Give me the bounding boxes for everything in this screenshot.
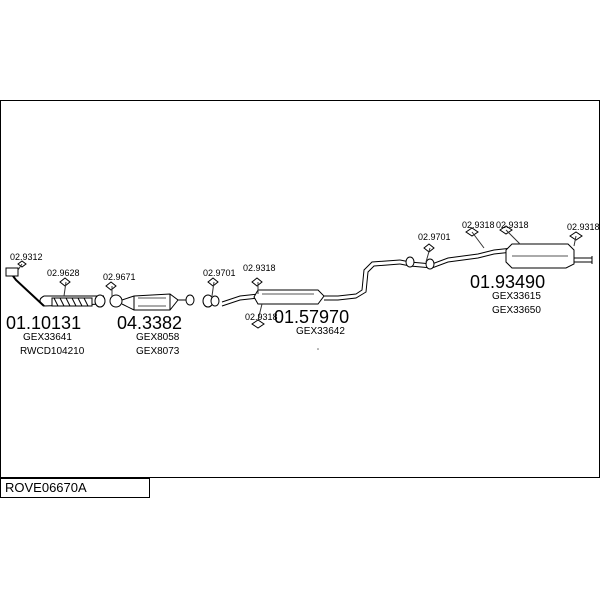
title-box: ROVE06670A <box>0 478 150 498</box>
part-reference: GEX8058 <box>136 332 180 343</box>
part-reference: RWCD104210 <box>20 346 85 357</box>
part-number: 01.57970 <box>274 307 350 327</box>
fitting-number: 02.9318 <box>243 263 276 273</box>
fitting-number: 02.9671 <box>103 272 136 282</box>
fitting-number: 02.9701 <box>418 232 451 242</box>
diagram-frame <box>0 100 600 478</box>
diagram-title: ROVE06670A <box>5 480 87 495</box>
part-number: 04.3382 <box>117 313 183 333</box>
fitting-number: 02.9318 <box>245 312 278 322</box>
fitting-number: 02.9318 <box>496 220 529 230</box>
fitting-number: 02.9701 <box>203 268 236 278</box>
part-number: 01.10131 <box>6 313 82 333</box>
part-reference: GEX33642 <box>296 326 345 337</box>
catalytic-converter-part <box>109 293 195 311</box>
middle-silencer-part <box>221 259 401 307</box>
part-reference: GEX33641 <box>23 332 72 343</box>
gasket-icon <box>210 295 220 307</box>
part-reference: GEX33615 <box>492 291 541 302</box>
part-reference: GEX33650 <box>492 305 541 316</box>
fitting-number: 02.9318 <box>462 220 495 230</box>
fitting-number: 02.9312 <box>10 252 43 262</box>
fitting-number: 02.9628 <box>47 268 80 278</box>
fitting-number: 02.9318 <box>567 222 600 232</box>
part-number: 01.93490 <box>470 272 546 292</box>
gasket-icon <box>405 256 415 268</box>
front-pipe-part <box>5 267 106 308</box>
part-reference: GEX8073 <box>136 346 180 357</box>
gasket-icon <box>425 258 435 270</box>
